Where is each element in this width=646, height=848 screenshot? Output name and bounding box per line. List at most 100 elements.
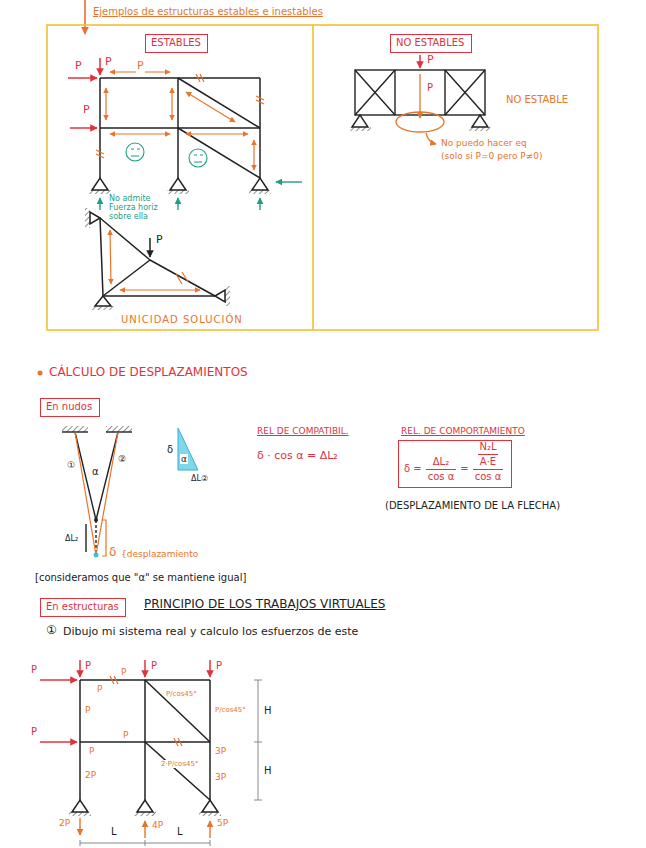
load-arrow [68, 58, 100, 128]
dimension-line-part [258, 680, 259, 800]
ground-hatch-part [69, 812, 91, 816]
formula-term: = [460, 463, 468, 475]
force-label: α [91, 466, 100, 478]
force-label: P [136, 60, 145, 73]
note-text: No puedo hacer eq [440, 138, 528, 148]
unstable-truss-part [394, 70, 395, 115]
joint-dot-part [94, 553, 99, 558]
reaction-arrow-part [276, 181, 302, 182]
unbalanced-note [396, 74, 444, 144]
load-arrow-part [79, 660, 81, 677]
truss-example-part [100, 218, 103, 296]
title-arrow-part [84, 0, 86, 34]
member-force-arrow-part [110, 133, 170, 134]
force-label: P [30, 726, 38, 738]
heading-text: NO ESTABLES [396, 37, 464, 49]
formula-term: δ = [404, 463, 422, 475]
reaction-arrow-part [99, 198, 100, 210]
force-label: P [122, 730, 129, 740]
truss-real-system-part [72, 800, 88, 812]
ground-hatch-part [167, 190, 189, 194]
ground-hatch [69, 812, 221, 816]
heading-text: ESTABLES [151, 37, 201, 49]
truss-real-system-part [79, 680, 81, 800]
force-label: ① [45, 624, 58, 638]
formula-term: cos α [428, 471, 455, 483]
unbalanced-note-part [426, 133, 436, 144]
load-arrow-part [40, 679, 77, 681]
truss-example-part [90, 212, 100, 224]
dimension-line [80, 680, 262, 846]
force-label: 4P [151, 820, 164, 830]
stable-frame-part [178, 78, 260, 128]
ground-hatch-part [106, 426, 132, 432]
truss-real-system [72, 680, 218, 812]
ground-hatch-part [199, 812, 221, 816]
force-label: ② [117, 454, 127, 464]
truss-example-part [100, 218, 150, 260]
force-label: 2P [84, 770, 97, 780]
member-force-arrow-part [110, 230, 111, 284]
member-force-arrow-part [120, 289, 200, 290]
dimension-line-part [254, 680, 262, 800]
stable-frame-part [92, 178, 108, 190]
force-label: P [215, 660, 223, 672]
heading-box: En nudos [40, 398, 100, 417]
stable-frame [92, 78, 268, 190]
force-label: δ [108, 546, 117, 560]
truss-real-system-part [145, 742, 210, 800]
force-label: P [84, 660, 92, 672]
face-doodle-part [189, 149, 207, 167]
member-force-arrow-part [186, 133, 248, 134]
force-label: ΔL₂ [64, 534, 79, 543]
ground-hatch [85, 208, 230, 310]
note-text: P/cos45° [214, 706, 247, 714]
load-arrow-part [144, 660, 146, 677]
force-label: P [82, 104, 91, 117]
note-text: REL DE COMPATIBIL. [256, 426, 350, 436]
load-arrow-part [70, 127, 97, 129]
fraction-bar [478, 454, 497, 455]
load-arrow-part [68, 77, 97, 79]
panel-frame-part [47, 25, 598, 330]
truss-example-part [95, 296, 111, 306]
heading-text: En estructuras [46, 601, 119, 613]
reaction-arrow-part [177, 198, 178, 210]
reaction-arrow-part [79, 818, 80, 835]
heading-text: En nudos [46, 401, 92, 413]
displacement-triangle [178, 428, 198, 470]
force-label: ΔL② [190, 474, 209, 483]
force-label: P [150, 660, 158, 672]
force-label: 3P [214, 746, 227, 756]
force-label: P [120, 667, 127, 677]
section-bullet [38, 371, 43, 376]
fraction-bar [426, 469, 457, 470]
truss-real-system-part [144, 680, 146, 800]
force-label: P [30, 664, 38, 676]
displaced-bars-part [96, 432, 118, 555]
member-force-arrow [106, 72, 254, 170]
unstable-truss-part [444, 70, 445, 115]
load-arrow-part [40, 741, 77, 743]
truss-real-system-part [137, 800, 153, 812]
ground-hatch [62, 426, 132, 432]
member-force-arrow-part [176, 272, 188, 284]
formula-term: cos α [475, 471, 502, 483]
truss-example [90, 212, 225, 306]
note-text: UNICIDAD SOLUCIÓN [120, 314, 244, 326]
formula-term: ΔL₂ [433, 456, 449, 468]
member-force-arrow-part [171, 88, 172, 120]
note-text: δ · cos α = ΔL₂ [256, 450, 339, 463]
load-arrow-part [209, 660, 211, 677]
zero-member-tick [110, 676, 182, 746]
reaction-arrow [80, 818, 210, 838]
ground-hatch-part [85, 208, 90, 228]
note-text: PRINCIPIO DE LOS TRABAJOS VIRTUALES [143, 598, 386, 612]
force-label: P [74, 60, 83, 73]
force-label: P [96, 684, 103, 694]
note-text: 2·P/cos45° [160, 760, 199, 768]
note-text: {desplazamiento [120, 549, 199, 559]
force-label: P [155, 234, 164, 247]
